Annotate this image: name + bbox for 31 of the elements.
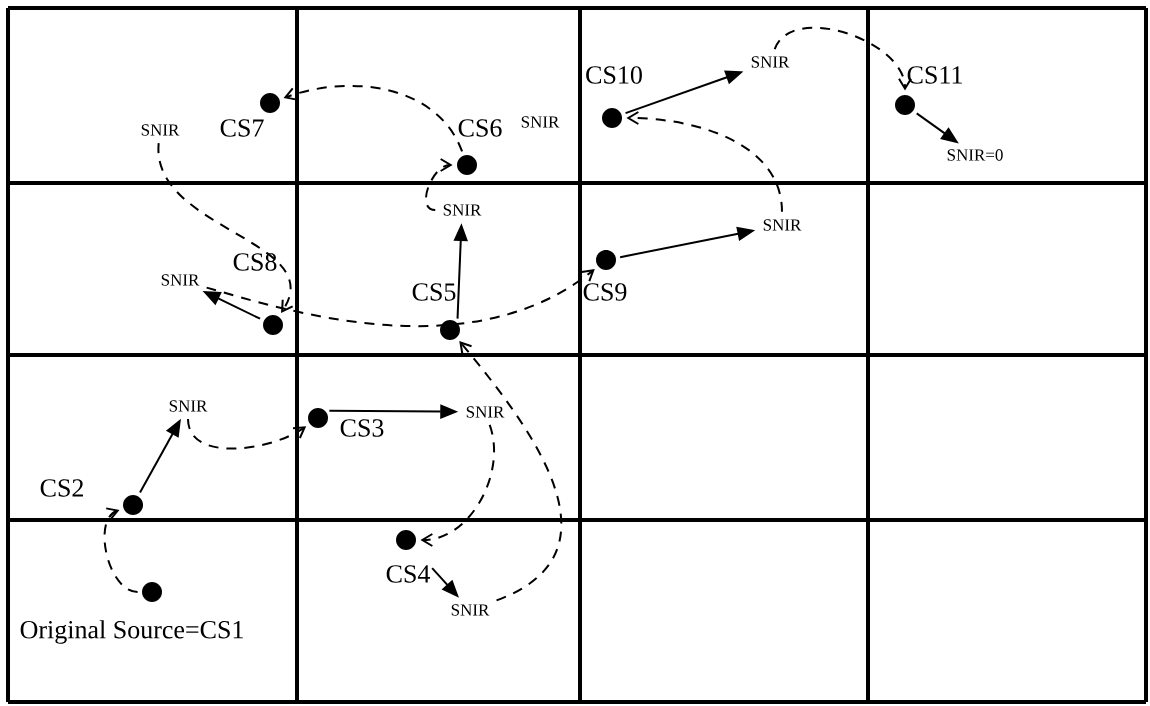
text-label: SNIR=0 xyxy=(947,149,1003,161)
node-label: CS10 xyxy=(586,66,642,84)
node-label: CS5 xyxy=(412,283,456,301)
text-label: SNIR xyxy=(763,219,802,231)
node-label: CS6 xyxy=(458,119,502,137)
text-label: SNIR xyxy=(141,124,180,136)
node-label: CS2 xyxy=(40,479,83,497)
node-label: CS3 xyxy=(340,419,384,437)
text-label: SNIR xyxy=(466,406,505,418)
text-label: SNIR xyxy=(521,116,560,128)
text-label: SNIR xyxy=(161,274,200,286)
node-label: CS4 xyxy=(386,565,430,583)
text-label: SNIR xyxy=(443,204,482,216)
dashed-arrow xyxy=(157,142,294,314)
text-label: SNIR xyxy=(169,400,208,412)
dashed-arrow xyxy=(187,418,307,450)
dashed-arrow xyxy=(420,423,496,547)
dashed-arrow xyxy=(205,269,595,328)
dashed-arrow xyxy=(459,341,562,602)
node-label: Original Source=CS1 xyxy=(20,620,243,644)
node-label: CS9 xyxy=(583,283,627,301)
dashed-arrow xyxy=(103,507,139,593)
dashed-arrow xyxy=(424,158,453,211)
dashed-arrow xyxy=(773,26,912,91)
node-label: CS7 xyxy=(220,119,264,137)
text-label: SNIR xyxy=(451,604,490,616)
dashed-arrow xyxy=(283,84,464,153)
node-label: CS11 xyxy=(907,66,962,84)
dashed-arrow xyxy=(626,111,783,213)
node-label: CS8 xyxy=(233,253,277,271)
text-label: SNIR xyxy=(751,56,790,68)
